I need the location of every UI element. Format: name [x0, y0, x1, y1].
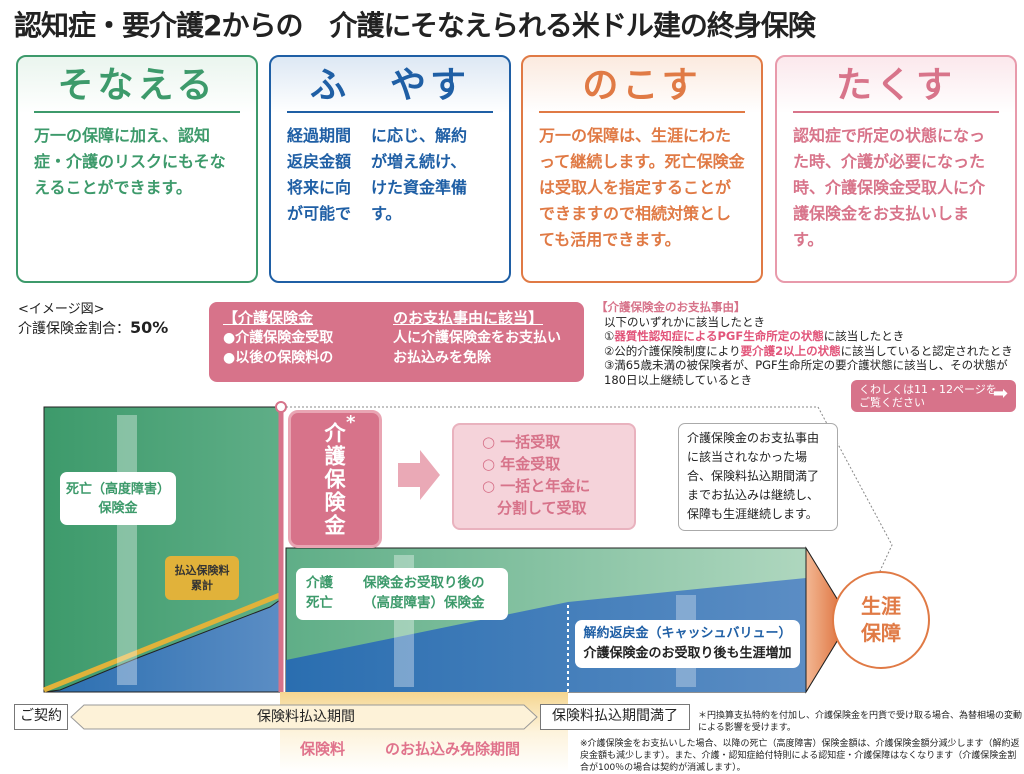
option: ○ 一括と年金に	[482, 477, 591, 495]
asterisk: *	[346, 412, 356, 433]
card-heading: そなえる	[34, 57, 240, 113]
callout-r2b: お払込みを免除	[393, 350, 491, 366]
event-point	[275, 401, 287, 413]
receipt-options: ○ 一括受取 ○ 年金受取 ○ 一括と年金に 分割して受取	[452, 423, 636, 530]
label-line: のお払込み免除期間	[385, 740, 521, 758]
card-heading: のこす	[539, 57, 745, 113]
label-line: （高度障害）保険金	[363, 595, 485, 611]
label-line: 生涯	[861, 594, 901, 618]
paid-premium-line	[43, 592, 281, 693]
callout-r1b: 人に介護保険金をお支払い	[393, 330, 561, 346]
label-line: 累計	[191, 579, 213, 592]
ratio-text: 介護保険金割合：	[18, 321, 130, 337]
image-label: <イメージ図>	[18, 302, 105, 317]
card-body-col2: に応じ、解約 が増え続け、 けた資金準備 す。	[371, 126, 468, 223]
label-line: 払込保険料	[174, 564, 230, 577]
card-takusu: たくす 認知症で所定の状態になった時、介護が必要になった時、介護保険金受取人に介…	[775, 55, 1017, 283]
label-line: 保険料	[300, 740, 346, 758]
dotted-connector	[286, 406, 893, 572]
card-nokosu: のこす 万一の保障は、生涯にわたって継続します。死亡保険金は受取人を指定すること…	[521, 55, 763, 283]
label-line: 保険金お受取り後の	[363, 575, 485, 591]
payment-reasons: 【介護保険金のお支払事由】 以下のいずれかに該当したとき ①器質性認知症によるP…	[596, 300, 1021, 387]
callout-h1: 【介護保険金	[223, 309, 314, 327]
period-arrow	[70, 704, 538, 730]
ratio-label: 介護保険金割合：50%	[18, 318, 168, 338]
arrow-right-icon	[398, 450, 440, 500]
card-heading: たくす	[793, 57, 999, 113]
reason-highlight: 要介護2以上の状態	[740, 343, 841, 358]
callout-h2: のお支払事由に該当】	[393, 309, 544, 327]
label-line: 介護保険金のお受取り後も生涯増加	[583, 646, 792, 661]
reason-highlight: 器質性認知症によるPGF生命所定の状態	[614, 329, 824, 343]
reason-3: ③満65歳未満の被保険者が、PGF生命所定の要介護状態に該当し、その状態が180…	[604, 358, 1008, 387]
card-body: 万一の保障は、生涯にわたって継続します。死亡保険金は受取人を指定することができま…	[539, 126, 745, 249]
reasons-intro: 以下のいずれかに該当したとき	[604, 314, 765, 329]
label-line: 保障	[861, 621, 901, 645]
card-fuyasu: ふ やす 経過期間 返戻金額 将来に向 が可能でに応じ、解約 が増え続け、 けた…	[269, 55, 511, 283]
paid-premium-label: 払込保険料累計	[165, 556, 239, 600]
label-line: 死亡（高度障害）	[65, 482, 170, 497]
lifetime-coverage-badge: 生涯保障	[832, 571, 930, 669]
label-line: 解約返戻金（キャッシュバリュー）	[583, 626, 792, 641]
reason-text: に該当していると認定されたとき	[840, 343, 1013, 358]
death-benefit-label: 死亡（高度障害） 保険金	[60, 472, 176, 525]
continuation-note: 介護保険金のお支払事由に該当されなかった場合、保険料払込期間満了までお払込みは継…	[678, 423, 838, 531]
card-body-col1: 経過期間 返戻金額 将来に向 が可能で	[287, 126, 352, 223]
cash-value-label: 解約返戻金（キャッシュバリュー） 介護保険金のお受取り後も生涯増加	[575, 620, 800, 668]
ratio-value: 50%	[130, 318, 169, 337]
reason-text: ①	[604, 329, 615, 343]
reasons-title: 【介護保険金のお支払事由】	[596, 300, 746, 314]
reason-2: ②公的介護保険制度により要介護2以上の状態に該当していると認定されたとき	[596, 344, 1021, 359]
reason-text: に該当したとき	[823, 329, 905, 343]
page-title: 認知症・要介護2からの 介護にそなえられる米ドル建の終身保険	[14, 9, 816, 42]
card-heading: ふ やす	[287, 57, 493, 113]
payment-end-label: 保険料払込期間満了	[540, 704, 690, 730]
callout-r1a: ●介護保険金受取	[223, 330, 334, 346]
arrow-right-icon: ➡	[992, 383, 1008, 404]
contract-label: ご契約	[14, 704, 68, 730]
waiver-period-label: 保険料 のお払込み免除期間	[300, 738, 520, 759]
payment-period-label: 保険料払込期間	[257, 709, 355, 725]
label-line: 保険金	[98, 501, 138, 516]
card-sonaeru: そなえる 万一の保障に加え、認知症・介護のリスクにもそなえることができます。	[16, 55, 258, 283]
arrow-bar	[117, 415, 137, 685]
callout-r2a: ●以後の保険料の	[223, 350, 334, 366]
option: ○ 年金受取	[482, 455, 561, 473]
more-line2: ご覧ください	[859, 396, 925, 409]
see-pages-button[interactable]: くわしくは11・12ページを ご覧ください ➡	[851, 380, 1016, 412]
reason-1: ①器質性認知症によるPGF生命所定の状態に該当したとき	[596, 329, 1021, 344]
card-body: 万一の保障に加え、認知症・介護のリスクにもそなえることができます。	[34, 126, 226, 197]
footnote-1: ＊円換算支払特約を付加し、介護保険金を円貨で受け取る場合、為替相場の変動による影…	[698, 711, 1023, 733]
payment-callout: 【介護保険金 のお支払事由に該当】 ●介護保険金受取 人に介護保険金をお支払い ●以…	[209, 302, 584, 382]
option: ○ 一括受取	[482, 433, 561, 451]
label-line: 介護	[306, 575, 333, 591]
card-body: 認知症で所定の状態になった時、介護が必要になった時、介護保険金受取人に介護保険金…	[793, 126, 986, 249]
label-line: 死亡	[306, 595, 333, 611]
option: 分割して受取	[482, 499, 587, 517]
more-line1: くわしくは11・12ページを	[859, 383, 997, 396]
after-care-death-label: 介護死亡 保険金お受取り後の （高度障害）保険金	[296, 568, 508, 620]
footnote-2: ※介護保険金をお支払いした場合、以降の死亡（高度障害）保険金額は、介護保険金額分…	[580, 739, 1020, 773]
reason-text: ②公的介護保険制度により	[604, 343, 741, 358]
care-benefit-box: 介護保険金	[288, 410, 382, 548]
orange-arrow-tip	[805, 546, 851, 694]
